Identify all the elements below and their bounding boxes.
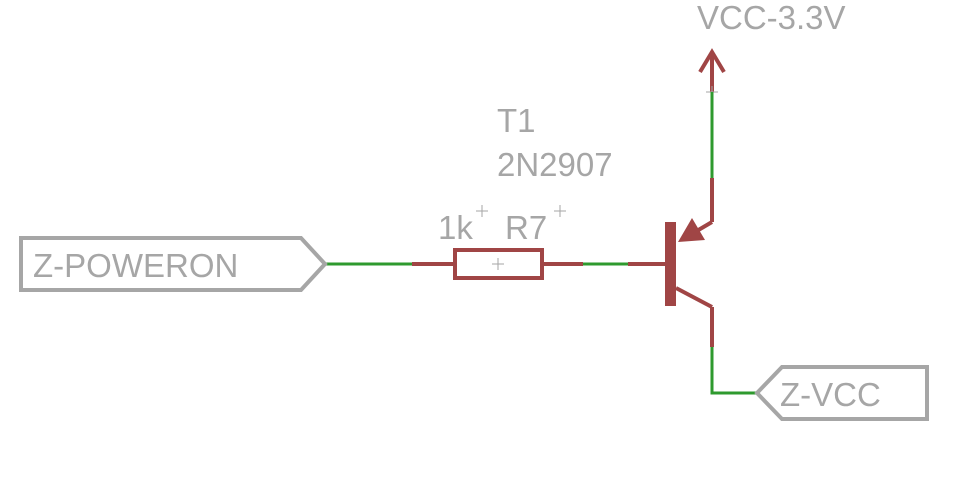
input-port-label: Z-POWERON (33, 247, 238, 284)
output-port-label: Z-VCC (780, 376, 881, 413)
supply-symbol[interactable] (698, 48, 726, 98)
output-port-z-vcc[interactable]: Z-VCC (754, 365, 929, 421)
input-port-z-poweron[interactable]: Z-POWERON (19, 236, 328, 292)
resistor-label-markers (476, 205, 566, 217)
transistor-t1[interactable] (628, 178, 714, 347)
resistor-r7[interactable] (412, 248, 583, 280)
transistor-name-label: T1 (497, 102, 536, 139)
wire-collector-output[interactable] (710, 347, 757, 395)
net-wires[interactable] (325, 92, 757, 395)
supply-label: VCC-3.3V (697, 0, 846, 36)
resistor-origin-marker (492, 258, 504, 270)
resistor-name-label: R7 (505, 209, 547, 246)
transistor-value-label: 2N2907 (497, 146, 613, 183)
resistor-value-label: 1k (438, 209, 473, 246)
